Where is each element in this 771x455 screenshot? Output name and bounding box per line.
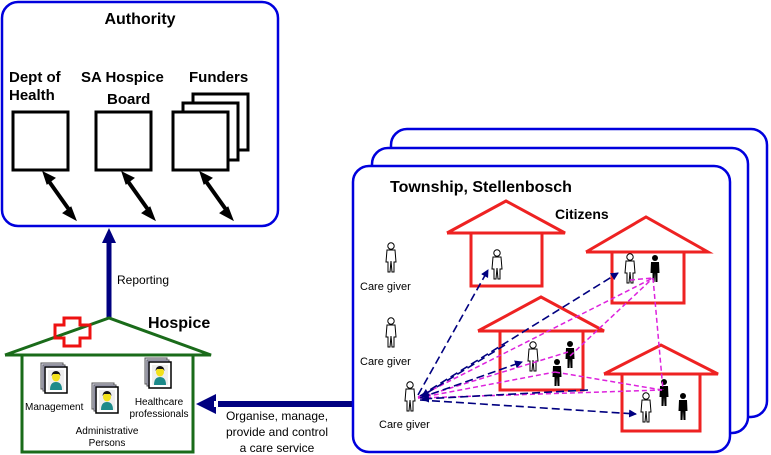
dept-health-link-arrow xyxy=(42,171,77,222)
township-stack xyxy=(351,127,769,454)
reporting-arrow xyxy=(102,228,116,318)
funders-link-arrow xyxy=(199,171,234,222)
hospice-title: Hospice xyxy=(148,315,210,332)
administrative-portrait-icon xyxy=(91,382,119,414)
sa-hospice-board-box xyxy=(94,110,153,172)
service-link-label-1: Organise, manage, xyxy=(226,409,328,423)
funders-stack xyxy=(171,92,250,172)
entity-sa-hospice-board-label-2: Board xyxy=(107,91,150,108)
staff-healthcare-label-1: Healthcare xyxy=(135,397,184,408)
reporting-label: Reporting xyxy=(117,273,169,287)
service-link-label-3: a care service xyxy=(240,441,315,455)
management-portrait-icon xyxy=(40,362,68,394)
house-2 xyxy=(585,215,714,305)
staff-administrative-label-1: Administrative xyxy=(76,426,139,437)
care-giver-label-1: Care giver xyxy=(360,281,411,293)
sa-hospice-board-link-arrow xyxy=(121,171,156,222)
care-giver-label-3: Care giver xyxy=(379,419,430,431)
entity-dept-health-label-2: Health xyxy=(9,87,55,104)
red-cross-icon xyxy=(53,316,92,348)
authority-title: Authority xyxy=(104,11,175,28)
service-link-label-2: provide and control xyxy=(226,425,328,439)
healthcare-portrait-icon xyxy=(144,357,172,389)
dept-health-box xyxy=(11,110,70,172)
staff-administrative-label-2: Persons xyxy=(89,438,126,449)
entity-sa-hospice-board-label-1: SA Hospice xyxy=(81,69,164,86)
entity-link-arrows xyxy=(42,171,234,222)
staff-management-label: Management xyxy=(25,402,84,413)
entity-dept-health-label-1: Dept of xyxy=(9,69,62,86)
care-giver-label-2: Care giver xyxy=(360,356,411,368)
entity-funders-label: Funders xyxy=(189,69,248,86)
staff-healthcare-label-2: professionals xyxy=(130,409,189,420)
citizens-label: Citizens xyxy=(555,206,609,222)
township-title: Township, Stellenbosch xyxy=(390,179,572,196)
care-visit-arrows xyxy=(417,269,637,418)
